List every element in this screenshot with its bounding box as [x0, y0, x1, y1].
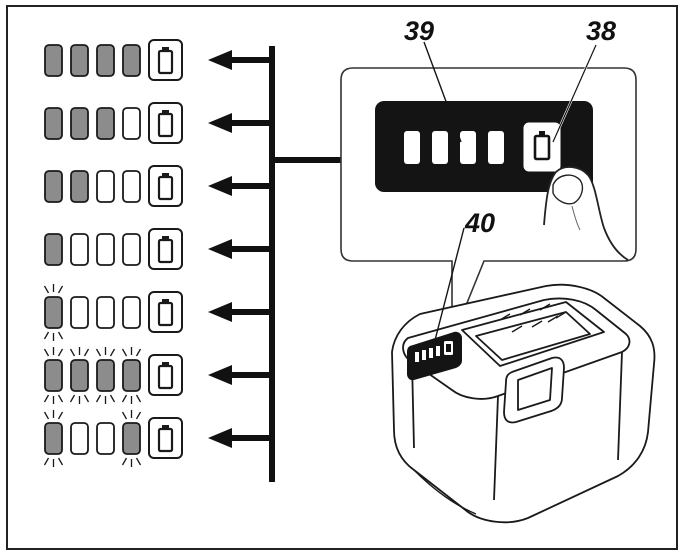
lamp-off — [96, 170, 115, 203]
indicator-legend — [43, 39, 272, 467]
zoom-lamp-2 — [432, 131, 448, 164]
finger-illustration — [543, 166, 629, 261]
arrow-left-icon — [208, 365, 272, 385]
legend-row — [43, 284, 272, 341]
lamp-lit — [122, 359, 141, 392]
zoom-lamp-4 — [488, 131, 504, 164]
lamp-lit — [70, 170, 89, 203]
legend-row — [43, 410, 272, 467]
battery-icon — [148, 354, 183, 396]
lamp-off — [96, 296, 115, 329]
lamp-off — [96, 233, 115, 266]
indicator-panel-zoomed — [375, 41, 598, 192]
battery-icon — [148, 417, 183, 459]
arrow-left-icon — [208, 113, 272, 133]
lamp-lit — [44, 296, 63, 329]
flash-marks-icon — [121, 410, 142, 467]
lamp-off — [122, 170, 141, 203]
lamp-lit — [122, 44, 141, 77]
lamp-off — [70, 296, 89, 329]
battery-icon — [533, 131, 551, 161]
zoom-lamp-1 — [404, 131, 420, 164]
zoom-lamp-3 — [460, 131, 476, 164]
lamp-off — [70, 422, 89, 455]
lamp-off — [96, 422, 115, 455]
legend-row — [44, 102, 272, 144]
lamp-lit — [96, 359, 115, 392]
lamp-lit — [70, 359, 89, 392]
lamp-lit — [44, 170, 63, 203]
arrow-left-icon — [208, 302, 272, 322]
leader-line-39 — [423, 41, 462, 143]
leader-line-40 — [433, 227, 465, 345]
lamp-lit — [96, 107, 115, 140]
battery-icon — [148, 291, 183, 333]
callout-40: 40 — [465, 208, 496, 238]
arrow-left-icon — [208, 50, 272, 70]
lamp-lit — [44, 359, 63, 392]
flash-marks-icon — [69, 347, 90, 404]
callout-38: 38 — [586, 16, 617, 46]
flash-marks-icon — [43, 284, 64, 341]
lamp-lit — [70, 44, 89, 77]
flash-marks-icon — [43, 347, 64, 404]
lamp-lit — [122, 422, 141, 455]
leader-line-38-inner — [552, 44, 597, 143]
check-button[interactable] — [520, 119, 564, 175]
lamp-lit — [44, 233, 63, 266]
battery-icon — [148, 102, 183, 144]
indicator-panel-on-battery — [407, 331, 462, 381]
battery-pack-illustration — [391, 283, 656, 524]
lamp-lit — [96, 44, 115, 77]
flash-marks-icon — [43, 410, 64, 467]
lamp-lit — [70, 107, 89, 140]
legend-row — [43, 347, 272, 404]
legend-row — [44, 39, 272, 81]
battery-icon — [148, 165, 183, 207]
legend-row — [44, 165, 272, 207]
lamp-off — [122, 107, 141, 140]
lamp-off — [122, 233, 141, 266]
flash-marks-icon — [121, 347, 142, 404]
legend-row — [44, 228, 272, 270]
callout-39: 39 — [404, 16, 435, 46]
battery-icon — [148, 228, 183, 270]
lamp-off — [122, 296, 141, 329]
lamp-lit — [44, 44, 63, 77]
lamp-lit — [44, 422, 63, 455]
arrow-left-icon — [208, 428, 272, 448]
arrow-left-icon — [208, 239, 272, 259]
battery-icon — [148, 39, 183, 81]
flash-marks-icon — [95, 347, 116, 404]
lamp-off — [70, 233, 89, 266]
arrow-left-icon — [208, 176, 272, 196]
lamp-lit — [44, 107, 63, 140]
